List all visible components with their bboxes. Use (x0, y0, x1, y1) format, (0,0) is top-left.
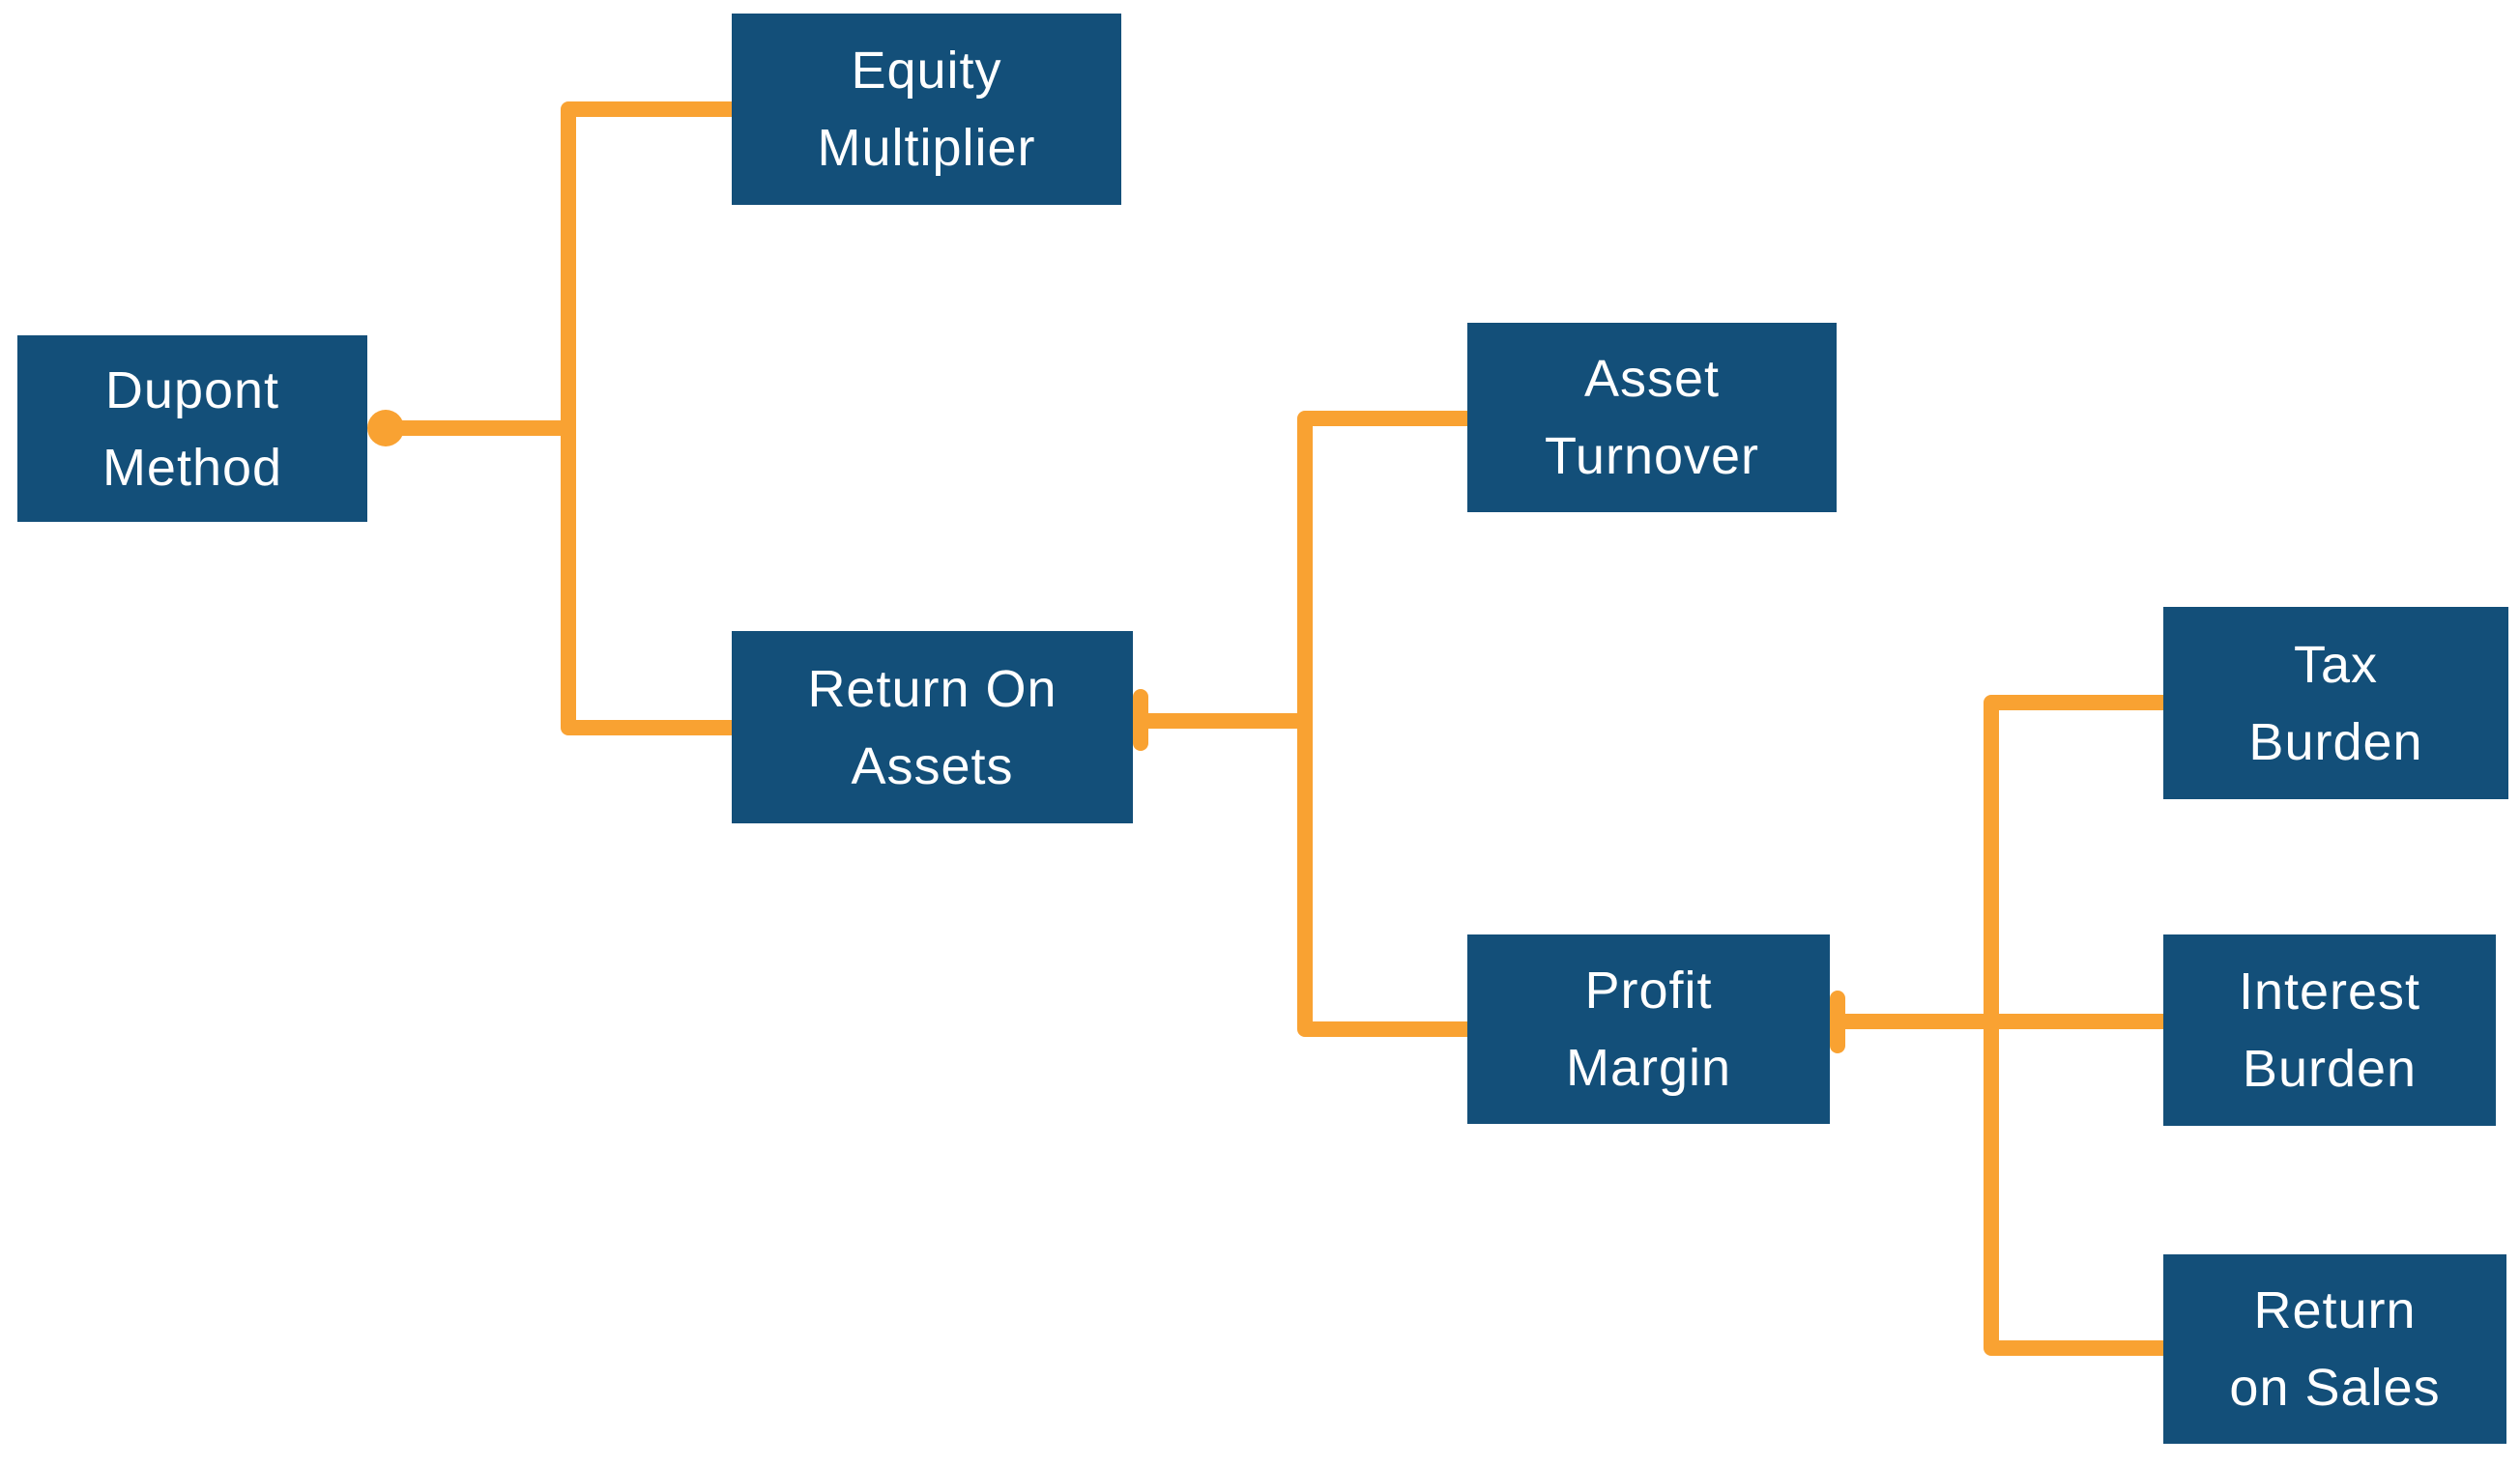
node-label-line: Profit (1584, 962, 1713, 1020)
connector-bracket-profit-margin (1830, 991, 1845, 1053)
node-tax-burden: Tax Burden (2163, 607, 2508, 799)
node-label-line: Asset (1583, 350, 1721, 408)
node-label-line: Tax (2293, 635, 2379, 694)
node-label-line: Burden (2248, 712, 2423, 771)
node-label-line: on Sales (2229, 1359, 2441, 1417)
node-label-line: Margin (1565, 1039, 1732, 1097)
node-label-line: Return (2253, 1281, 2417, 1339)
node-label-line: Multiplier (817, 119, 1036, 177)
node-return-on-sales: Return on Sales (2163, 1254, 2506, 1444)
node-equity-multiplier: Equity Multiplier (732, 14, 1121, 205)
node-label-line: Assets (851, 736, 1014, 795)
node-label-line: Turnover (1544, 427, 1760, 485)
connector-roa-children (1297, 411, 1467, 1037)
connector-circle-terminal (367, 410, 404, 446)
connector-profit-margin-children (1984, 695, 2163, 1356)
node-label-line: Interest (2238, 963, 2421, 1020)
node-dupont-method: Dupont Method (17, 335, 367, 522)
node-profit-margin: Profit Margin (1467, 934, 1830, 1124)
connector-bracket-roa (1133, 689, 1148, 751)
node-label-line: Equity (851, 42, 1002, 100)
node-label-line: Dupont (104, 360, 280, 419)
node-label-line: Burden (2242, 1040, 2418, 1098)
node-return-on-assets: Return On Assets (732, 631, 1133, 823)
node-label-line: Method (101, 438, 283, 497)
node-label-line: Return On (807, 659, 1057, 718)
node-interest-burden: Interest Burden (2163, 934, 2496, 1126)
node-asset-turnover: Asset Turnover (1467, 323, 1837, 512)
connector-dupont-children (561, 101, 732, 735)
